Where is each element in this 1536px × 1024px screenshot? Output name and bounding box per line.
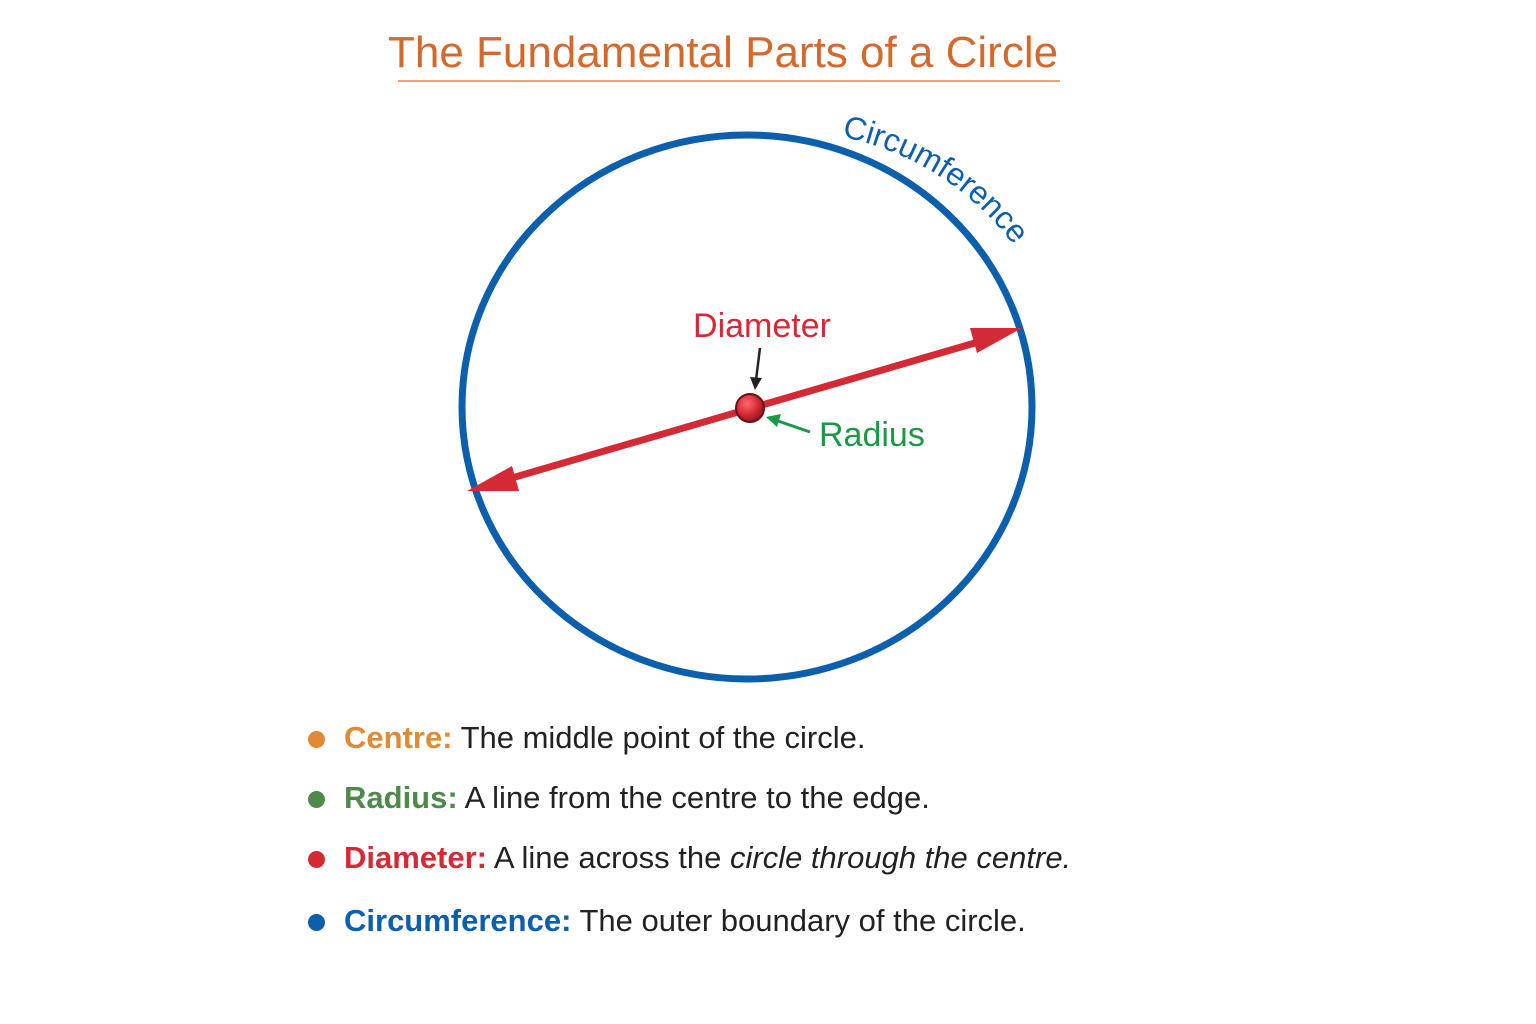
page-title: The Fundamental Parts of a Circle [388,28,1059,77]
legend-item-centre: Centre: The middle point of the circle. [304,712,1071,772]
legend-description: The middle point of the circle. [452,720,866,755]
dot-icon [308,731,325,748]
legend-item-radius: Radius: A line from the centre to the ed… [304,772,1071,832]
centre-pointer-line [754,347,762,381]
circumference-circle [458,131,1036,683]
legend-description: The outer boundary of the circle. [571,903,1026,938]
legend-term: Circumference: [344,903,572,938]
dot-icon [308,791,325,808]
circumference-label-path: Circumference [840,108,1037,249]
legend-description: A line from the centre to the edge. [457,780,930,815]
legend-description: A line across the [487,840,730,875]
legend-description-italic: circle through the centre. [729,840,1072,875]
radius-pointer-arrowhead [766,414,781,427]
legend-term: Diameter: [344,840,487,875]
circumference-label: Circumference [840,108,1037,249]
dot-icon [308,914,325,931]
radius-label: Radius [819,416,925,454]
diameter-arrowhead-right [970,328,1022,353]
legend-item-circumference: Circumference: The outer boundary of the… [304,895,1071,955]
diameter-label: Diameter [693,307,831,345]
dot-icon [308,851,325,868]
title-underline [398,80,1060,82]
radius-pointer-line [777,419,811,434]
legend-list: Centre: The middle point of the circle. … [304,712,1071,955]
centre-point [735,393,765,423]
legend-term: Centre: [344,720,453,755]
diameter-arrowhead-left [467,466,519,491]
legend-term: Radius: [344,780,458,815]
centre-pointer-arrowhead [750,377,762,390]
legend-item-diameter: Diameter: A line across the circle throu… [304,832,1071,895]
